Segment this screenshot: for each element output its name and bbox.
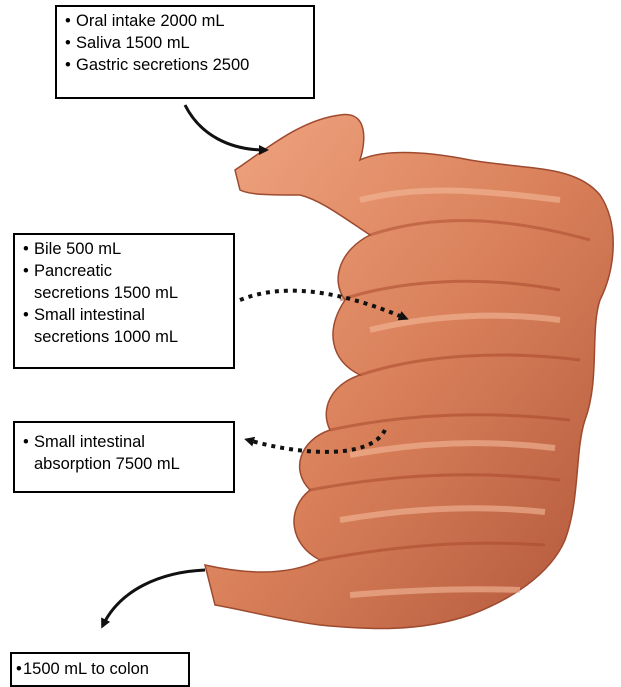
secretions-list: Bile 500 mL Pancreatic secretions 1500 m… (23, 238, 225, 348)
arrow-solid-colon (103, 570, 205, 625)
absorption-box: Small intestinal absorption 7500 mL (13, 421, 235, 493)
secretions-item-pancreatic: Pancreatic secretions 1500 mL (23, 260, 225, 304)
secretions-item-small-intestinal: Small intestinal secretions 1000 mL (23, 304, 225, 348)
intake-item-saliva: Saliva 1500 mL (65, 32, 305, 54)
colon-list: 1500 mL to colon (16, 658, 184, 680)
absorption-list: Small intestinal absorption 7500 mL (23, 431, 225, 475)
secretions-item-bile: Bile 500 mL (23, 238, 225, 260)
colon-item: 1500 mL to colon (16, 658, 184, 680)
intake-item-oral: Oral intake 2000 mL (65, 10, 305, 32)
intestine (205, 115, 613, 629)
absorption-item: Small intestinal absorption 7500 mL (23, 431, 225, 475)
intake-box: Oral intake 2000 mL Saliva 1500 mL Gastr… (55, 5, 315, 99)
colon-box: 1500 mL to colon (10, 652, 190, 687)
intake-list: Oral intake 2000 mL Saliva 1500 mL Gastr… (65, 10, 305, 76)
secretions-box: Bile 500 mL Pancreatic secretions 1500 m… (13, 233, 235, 369)
arrow-solid-intake (185, 105, 265, 150)
intake-item-gastric: Gastric secretions 2500 (65, 54, 305, 76)
